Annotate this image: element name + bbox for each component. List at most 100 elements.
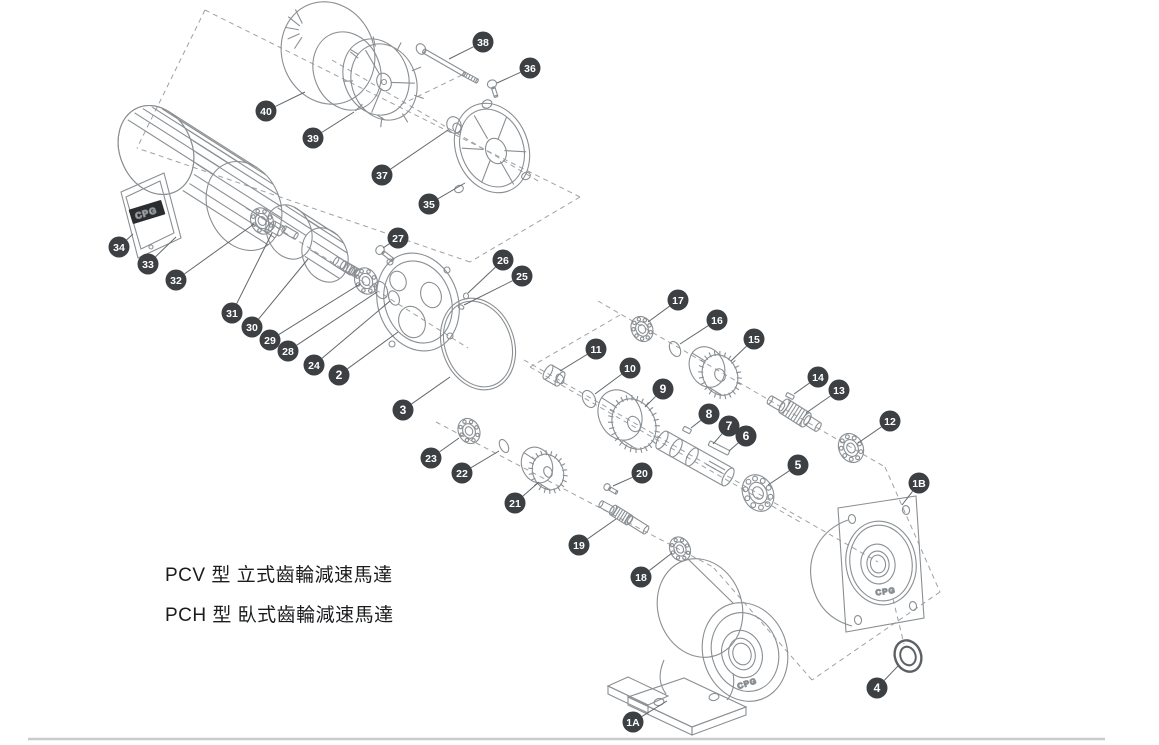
bearing-ball bbox=[639, 336, 645, 342]
part-line bbox=[535, 452, 540, 458]
part-ring bbox=[452, 122, 462, 134]
leader-line-15 bbox=[730, 345, 747, 362]
part-line bbox=[611, 506, 619, 517]
shaft-end bbox=[766, 395, 774, 405]
part-ring bbox=[708, 692, 720, 702]
bearing-bore bbox=[464, 426, 474, 436]
callout-circle-39 bbox=[302, 127, 324, 149]
part-hole bbox=[443, 266, 451, 274]
leader-line-38 bbox=[448, 46, 474, 60]
callout-circle-31 bbox=[221, 302, 243, 324]
bearing-ball bbox=[632, 320, 637, 326]
part-line bbox=[401, 113, 409, 123]
callout-circle-14 bbox=[807, 366, 829, 388]
callout-number-4: 4 bbox=[874, 681, 881, 695]
part-line bbox=[734, 386, 740, 391]
part-line bbox=[618, 510, 626, 521]
callout-38: 38 bbox=[472, 31, 494, 53]
bearing-inner-race bbox=[358, 272, 374, 290]
part-ring bbox=[849, 524, 913, 602]
gear-back-face bbox=[688, 346, 726, 388]
screw-head bbox=[375, 245, 385, 255]
part-ring bbox=[901, 504, 911, 516]
bearing-ball bbox=[255, 208, 260, 214]
part-line bbox=[531, 456, 537, 461]
callout-19: 19 bbox=[568, 534, 590, 556]
part-line bbox=[727, 355, 732, 361]
part-ring bbox=[860, 543, 896, 585]
dashed-guide-line bbox=[712, 566, 813, 681]
part-line bbox=[698, 376, 704, 379]
part-ring bbox=[701, 602, 789, 702]
callout-circle-7 bbox=[718, 415, 740, 437]
part-line bbox=[629, 446, 632, 453]
callout-number-13: 13 bbox=[833, 385, 845, 397]
bearing-ball bbox=[838, 445, 844, 451]
part-line bbox=[543, 487, 546, 493]
bearing-ball bbox=[682, 555, 687, 561]
part-line bbox=[529, 461, 535, 465]
part-ring bbox=[389, 270, 407, 292]
part-line bbox=[610, 486, 618, 492]
callout-30: 30 bbox=[241, 316, 263, 338]
part-line bbox=[411, 66, 422, 72]
part-line bbox=[632, 515, 649, 527]
callout-labels: 1A1B234567891011121314151617181920212223… bbox=[108, 31, 930, 733]
callout-circle-28 bbox=[277, 340, 299, 362]
bearing-ball bbox=[462, 419, 467, 424]
part-line bbox=[798, 411, 809, 426]
part-line bbox=[736, 371, 742, 374]
part-ring bbox=[728, 637, 756, 671]
part-line bbox=[651, 412, 657, 416]
part-line bbox=[365, 49, 381, 75]
leader-line-33 bbox=[155, 236, 177, 258]
leader-line-35 bbox=[437, 182, 466, 200]
dashed-guide-line bbox=[245, 207, 469, 349]
part-line bbox=[285, 26, 299, 31]
gear-hub-bore bbox=[376, 72, 392, 92]
part-line bbox=[171, 112, 258, 169]
part-line bbox=[609, 409, 615, 413]
callout-circle-21 bbox=[504, 492, 526, 514]
part-line bbox=[538, 482, 550, 491]
callout-14: 14 bbox=[807, 366, 829, 388]
bearing-ball bbox=[848, 456, 854, 462]
part-key bbox=[785, 392, 795, 400]
bearing-ball bbox=[631, 327, 636, 332]
part-ring bbox=[845, 520, 917, 606]
leader-line-1B bbox=[901, 491, 913, 506]
part-line bbox=[530, 477, 536, 481]
callout-22: 22 bbox=[451, 462, 473, 484]
leader-line-21 bbox=[522, 481, 540, 497]
callout-29: 29 bbox=[259, 329, 281, 351]
callout-circle-16 bbox=[706, 309, 728, 331]
part-ring bbox=[387, 290, 401, 306]
bearing-ball bbox=[464, 437, 470, 443]
dashed-guide-line bbox=[136, 147, 471, 263]
part-line bbox=[312, 230, 348, 254]
callout-number-2: 2 bbox=[336, 368, 343, 382]
leader-line-16 bbox=[679, 325, 709, 345]
part-line bbox=[372, 36, 376, 47]
callout-1B: 1B bbox=[908, 472, 930, 494]
leader-line-29 bbox=[278, 283, 361, 335]
shaft-end bbox=[339, 260, 347, 270]
part-line bbox=[666, 430, 734, 469]
callout-10: 10 bbox=[619, 357, 641, 379]
callout-number-36: 36 bbox=[524, 63, 536, 75]
callout-circle-6 bbox=[735, 425, 757, 447]
part-line bbox=[809, 415, 821, 424]
bearing-ball bbox=[764, 501, 771, 508]
part-ring bbox=[459, 108, 525, 188]
part-line bbox=[700, 381, 706, 385]
part-line bbox=[354, 103, 363, 112]
part-ring bbox=[420, 281, 442, 309]
part-line bbox=[465, 73, 469, 78]
leader-line-39 bbox=[321, 111, 355, 133]
bearing-ball bbox=[767, 493, 774, 500]
part-line bbox=[422, 52, 464, 77]
part-line bbox=[713, 350, 716, 357]
callout-number-19: 19 bbox=[573, 540, 585, 552]
bearing-ball bbox=[251, 222, 257, 227]
callout-11: 11 bbox=[585, 338, 607, 360]
